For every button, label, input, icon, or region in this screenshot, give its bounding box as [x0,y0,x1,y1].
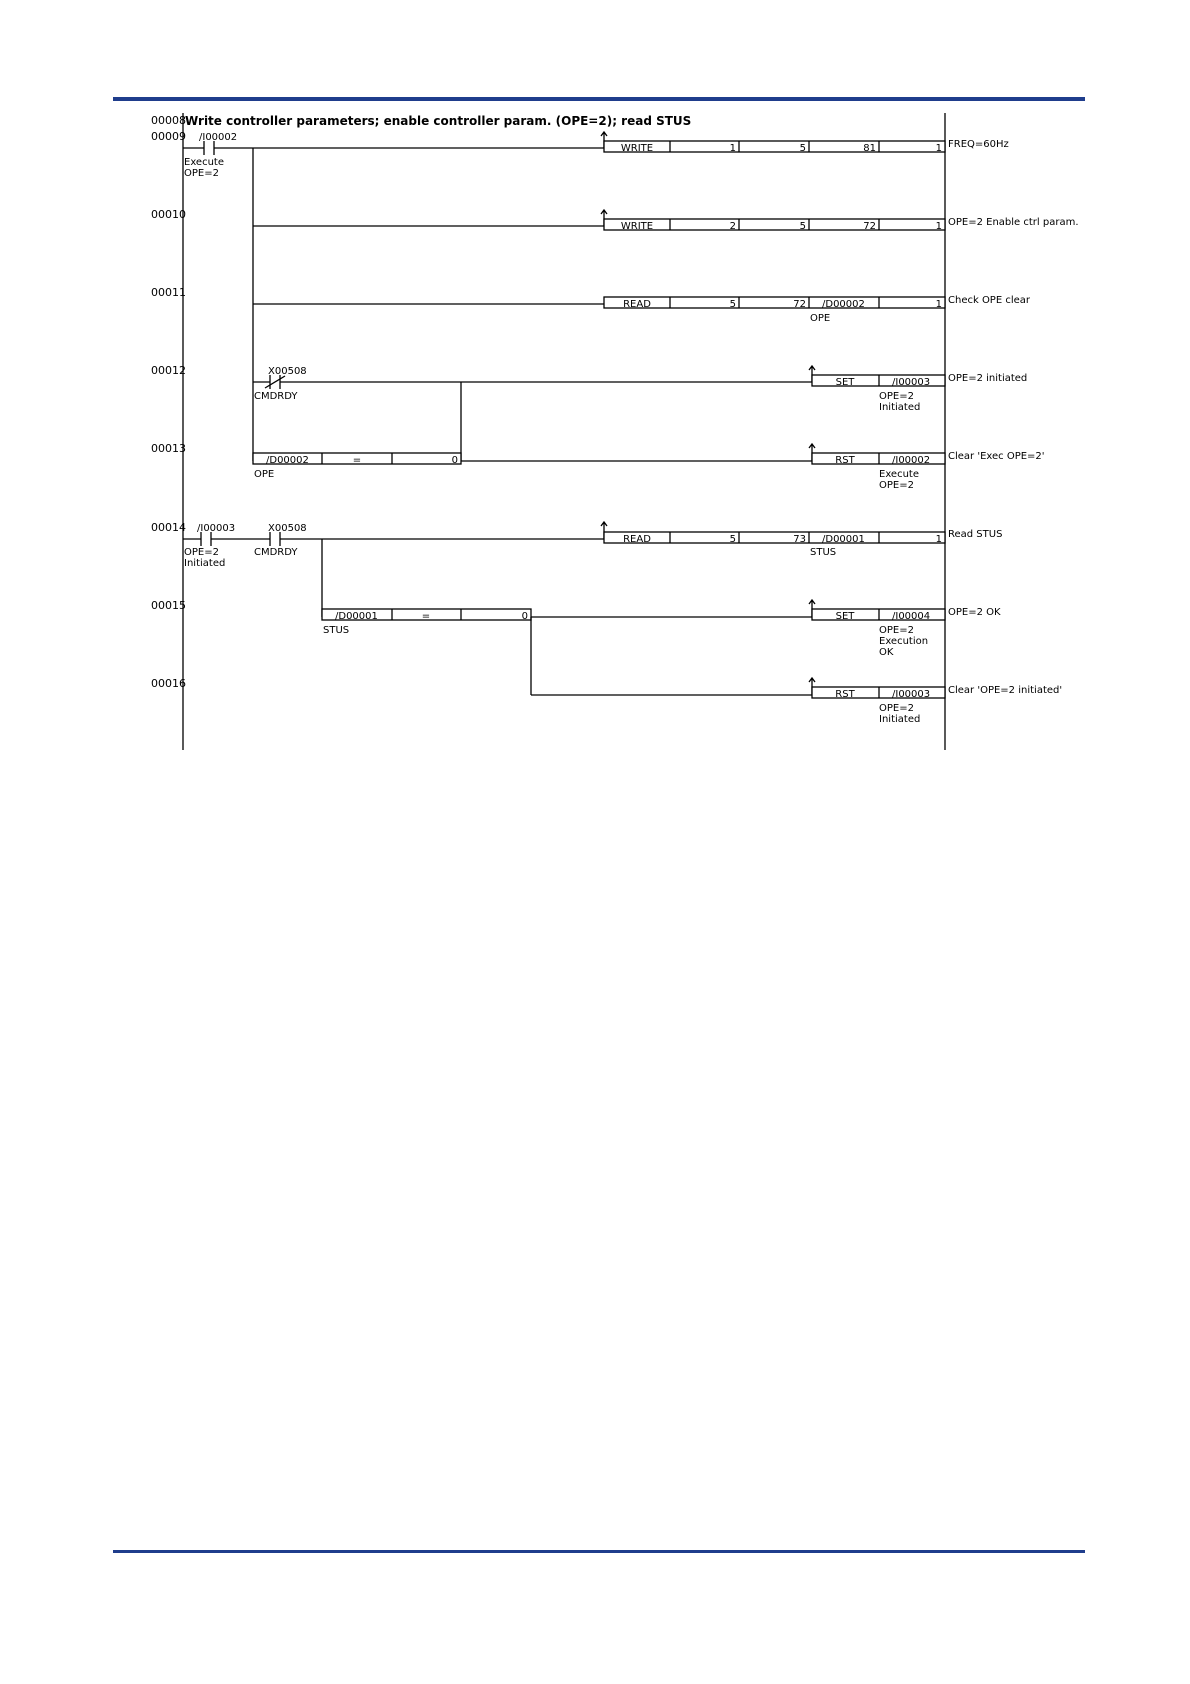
contact-address: X00508 [268,366,307,377]
instruction-name: WRITE [621,221,653,232]
rung-comment: Clear 'OPE=2 initiated' [948,685,1062,696]
write-instruction[interactable] [603,218,946,231]
compare-operand-b: 0 [452,455,458,466]
operand-label: Initiated [879,402,920,413]
operand-1: 2 [730,221,736,232]
contact-label: Initiated [184,558,225,569]
operand-label: OK [879,647,894,658]
operand-4: 1 [936,299,942,310]
rung-number: 00016 [151,677,186,690]
compare-operand-a: /D00002 [266,455,309,466]
operand-4: 1 [936,143,942,154]
operand-2: 5 [800,143,806,154]
operand-label: OPE=2 [879,391,914,402]
operand-3-label: STUS [810,547,836,558]
contact-label: Execute [184,157,224,168]
rung-00009: 00009 /I00002 Execute OPE=2 WRITE 1 5 81… [151,130,1009,179]
rung-comment: FREQ=60Hz [948,139,1009,150]
operand-3: /D00001 [822,534,865,545]
instruction-name: READ [623,299,651,310]
operand-2: 73 [793,534,806,545]
operand-4: 1 [936,221,942,232]
rung-comment: Clear 'Exec OPE=2' [948,451,1045,462]
operand-4: 1 [936,534,942,545]
rung-comment: Check OPE clear [948,295,1031,306]
operand-label: Initiated [879,714,920,725]
top-rule [113,97,1085,101]
operand-1: 5 [730,299,736,310]
rung-comment: Read STUS [948,529,1002,540]
compare-block[interactable] [321,608,532,621]
operand-label: OPE=2 [879,480,914,491]
rung-number: 00009 [151,130,186,143]
rung-00015: 00015 /D00001 = 0 STUS SET /I00004 OPE=2… [151,598,1001,658]
operand-2: 5 [800,221,806,232]
contact-label: OPE=2 [184,547,219,558]
rung-number: 00014 [151,521,186,534]
contact-address: /I00003 [197,523,235,534]
read-instruction[interactable] [603,296,946,309]
compare-label: OPE [254,469,274,480]
compare-operand-a: /D00001 [335,611,378,622]
rung-00011: 00011 READ 5 72 /D00002 OPE 1 Check OPE … [151,286,1031,324]
operand-2: 72 [793,299,806,310]
rung-number: 00011 [151,286,186,299]
operand-3-label: OPE [810,313,830,324]
instruction-name: READ [623,534,651,545]
rung-00010: 00010 WRITE 2 5 72 1 OPE=2 Enable ctrl p… [151,208,1079,232]
program-comment: Write controller parameters; enable cont… [185,114,691,128]
rung-number: 00015 [151,599,186,612]
operand: /I00003 [892,377,930,388]
rung-00013: 00013 /D00002 = 0 OPE RST /I00002 Execut… [151,442,1045,491]
operand-3: 72 [863,221,876,232]
contact-label: CMDRDY [254,391,298,402]
compare-operand-b: 0 [522,611,528,622]
compare-operator: = [353,455,361,466]
rung-00012: 00012 X00508 CMDRDY SET /I00003 OPE=2 In… [151,364,1027,413]
instruction-name: SET [836,377,856,388]
operand-3: 81 [863,143,876,154]
operand: /I00002 [892,455,930,466]
operand-label: Execution [879,636,928,647]
rung-00016: 00016 RST /I00003 OPE=2 Initiated Clear … [151,676,1062,725]
operand-1: 5 [730,534,736,545]
write-instruction[interactable] [603,140,946,153]
bottom-rule [113,1550,1085,1553]
contact-address: /I00002 [199,132,237,143]
contact-label: CMDRDY [254,547,298,558]
instruction-name: WRITE [621,143,653,154]
instruction-name: RST [835,455,855,466]
rung-number: 00010 [151,208,186,221]
operand-label: OPE=2 [879,703,914,714]
instruction-name: RST [835,689,855,700]
operand-3: /D00002 [822,299,865,310]
rung-number: 00013 [151,442,186,455]
instruction-name: SET [836,611,856,622]
contact-address: X00508 [268,523,307,534]
operand: /I00003 [892,689,930,700]
rung-number: 00012 [151,364,186,377]
compare-operator: = [422,611,430,622]
rung-comment: OPE=2 Enable ctrl param. [948,217,1079,228]
operand-1: 1 [730,143,736,154]
compare-block[interactable] [252,452,462,465]
operand: /I00004 [892,611,930,622]
contact-label: OPE=2 [184,168,219,179]
rung-number: 00008 [151,114,186,127]
operand-label: Execute [879,469,919,480]
operand-label: OPE=2 [879,625,914,636]
compare-label: STUS [323,625,349,636]
rung-comment: OPE=2 initiated [948,373,1027,384]
nc-slash [264,375,286,389]
rung-comment: OPE=2 OK [948,607,1001,618]
read-instruction[interactable] [603,531,946,544]
rung-00014: 00014 /I00003 OPE=2 Initiated X00508 CMD… [151,520,1002,569]
